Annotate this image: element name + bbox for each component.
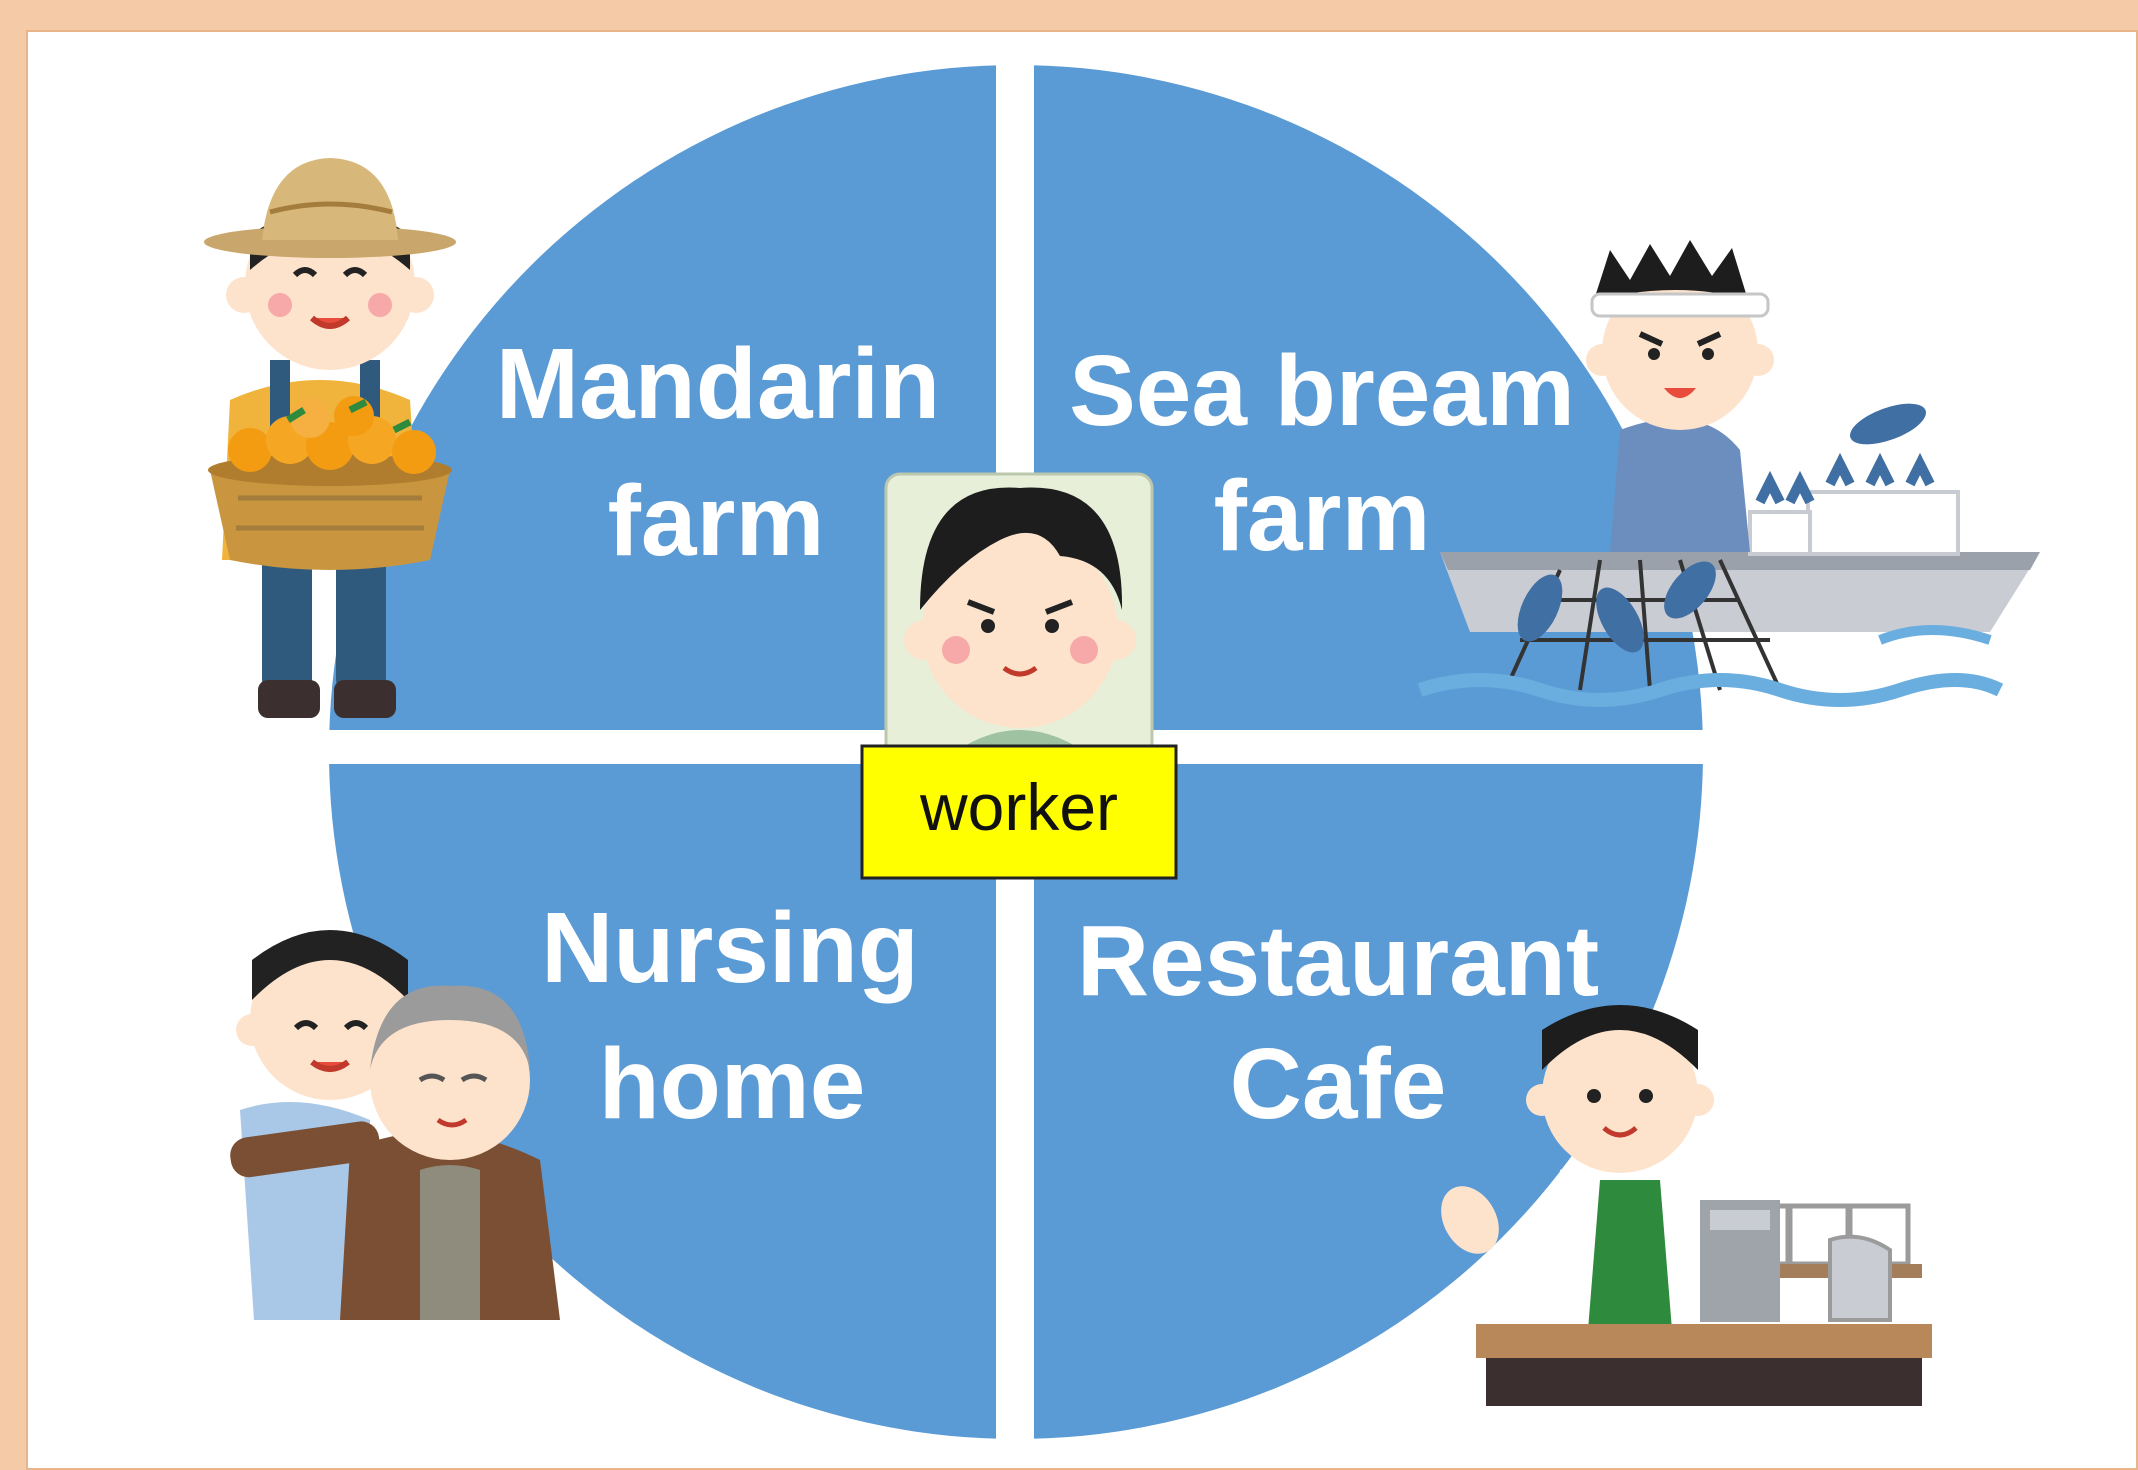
quadrant-label-top-right-line1: Sea bream <box>1069 335 1575 447</box>
quadrant-label-top-left-line1: Mandarin <box>496 328 940 440</box>
barista-illustration <box>1441 1005 1932 1406</box>
mandarin-farmer-illustration <box>204 158 456 718</box>
fisherman-boat-illustration <box>1417 240 2040 707</box>
worker-portrait-illustration <box>884 472 1154 766</box>
caregiver-elder-illustration <box>230 930 560 1320</box>
quadrant-label-bottom-left-line1: Nursing <box>541 892 919 1004</box>
quadrant-label-top-right-line2: farm <box>1214 460 1431 572</box>
quadrant-label-bottom-right-line2: Cafe <box>1230 1028 1447 1140</box>
quadrant-label-top-left-line2: farm <box>608 465 825 577</box>
quadrant-label-bottom-left-line2: home <box>599 1028 866 1140</box>
worker-label: worker <box>919 770 1118 844</box>
worker-label-box: worker <box>860 744 1178 880</box>
quadrant-label-bottom-right-line1: Restaurant <box>1077 905 1599 1017</box>
